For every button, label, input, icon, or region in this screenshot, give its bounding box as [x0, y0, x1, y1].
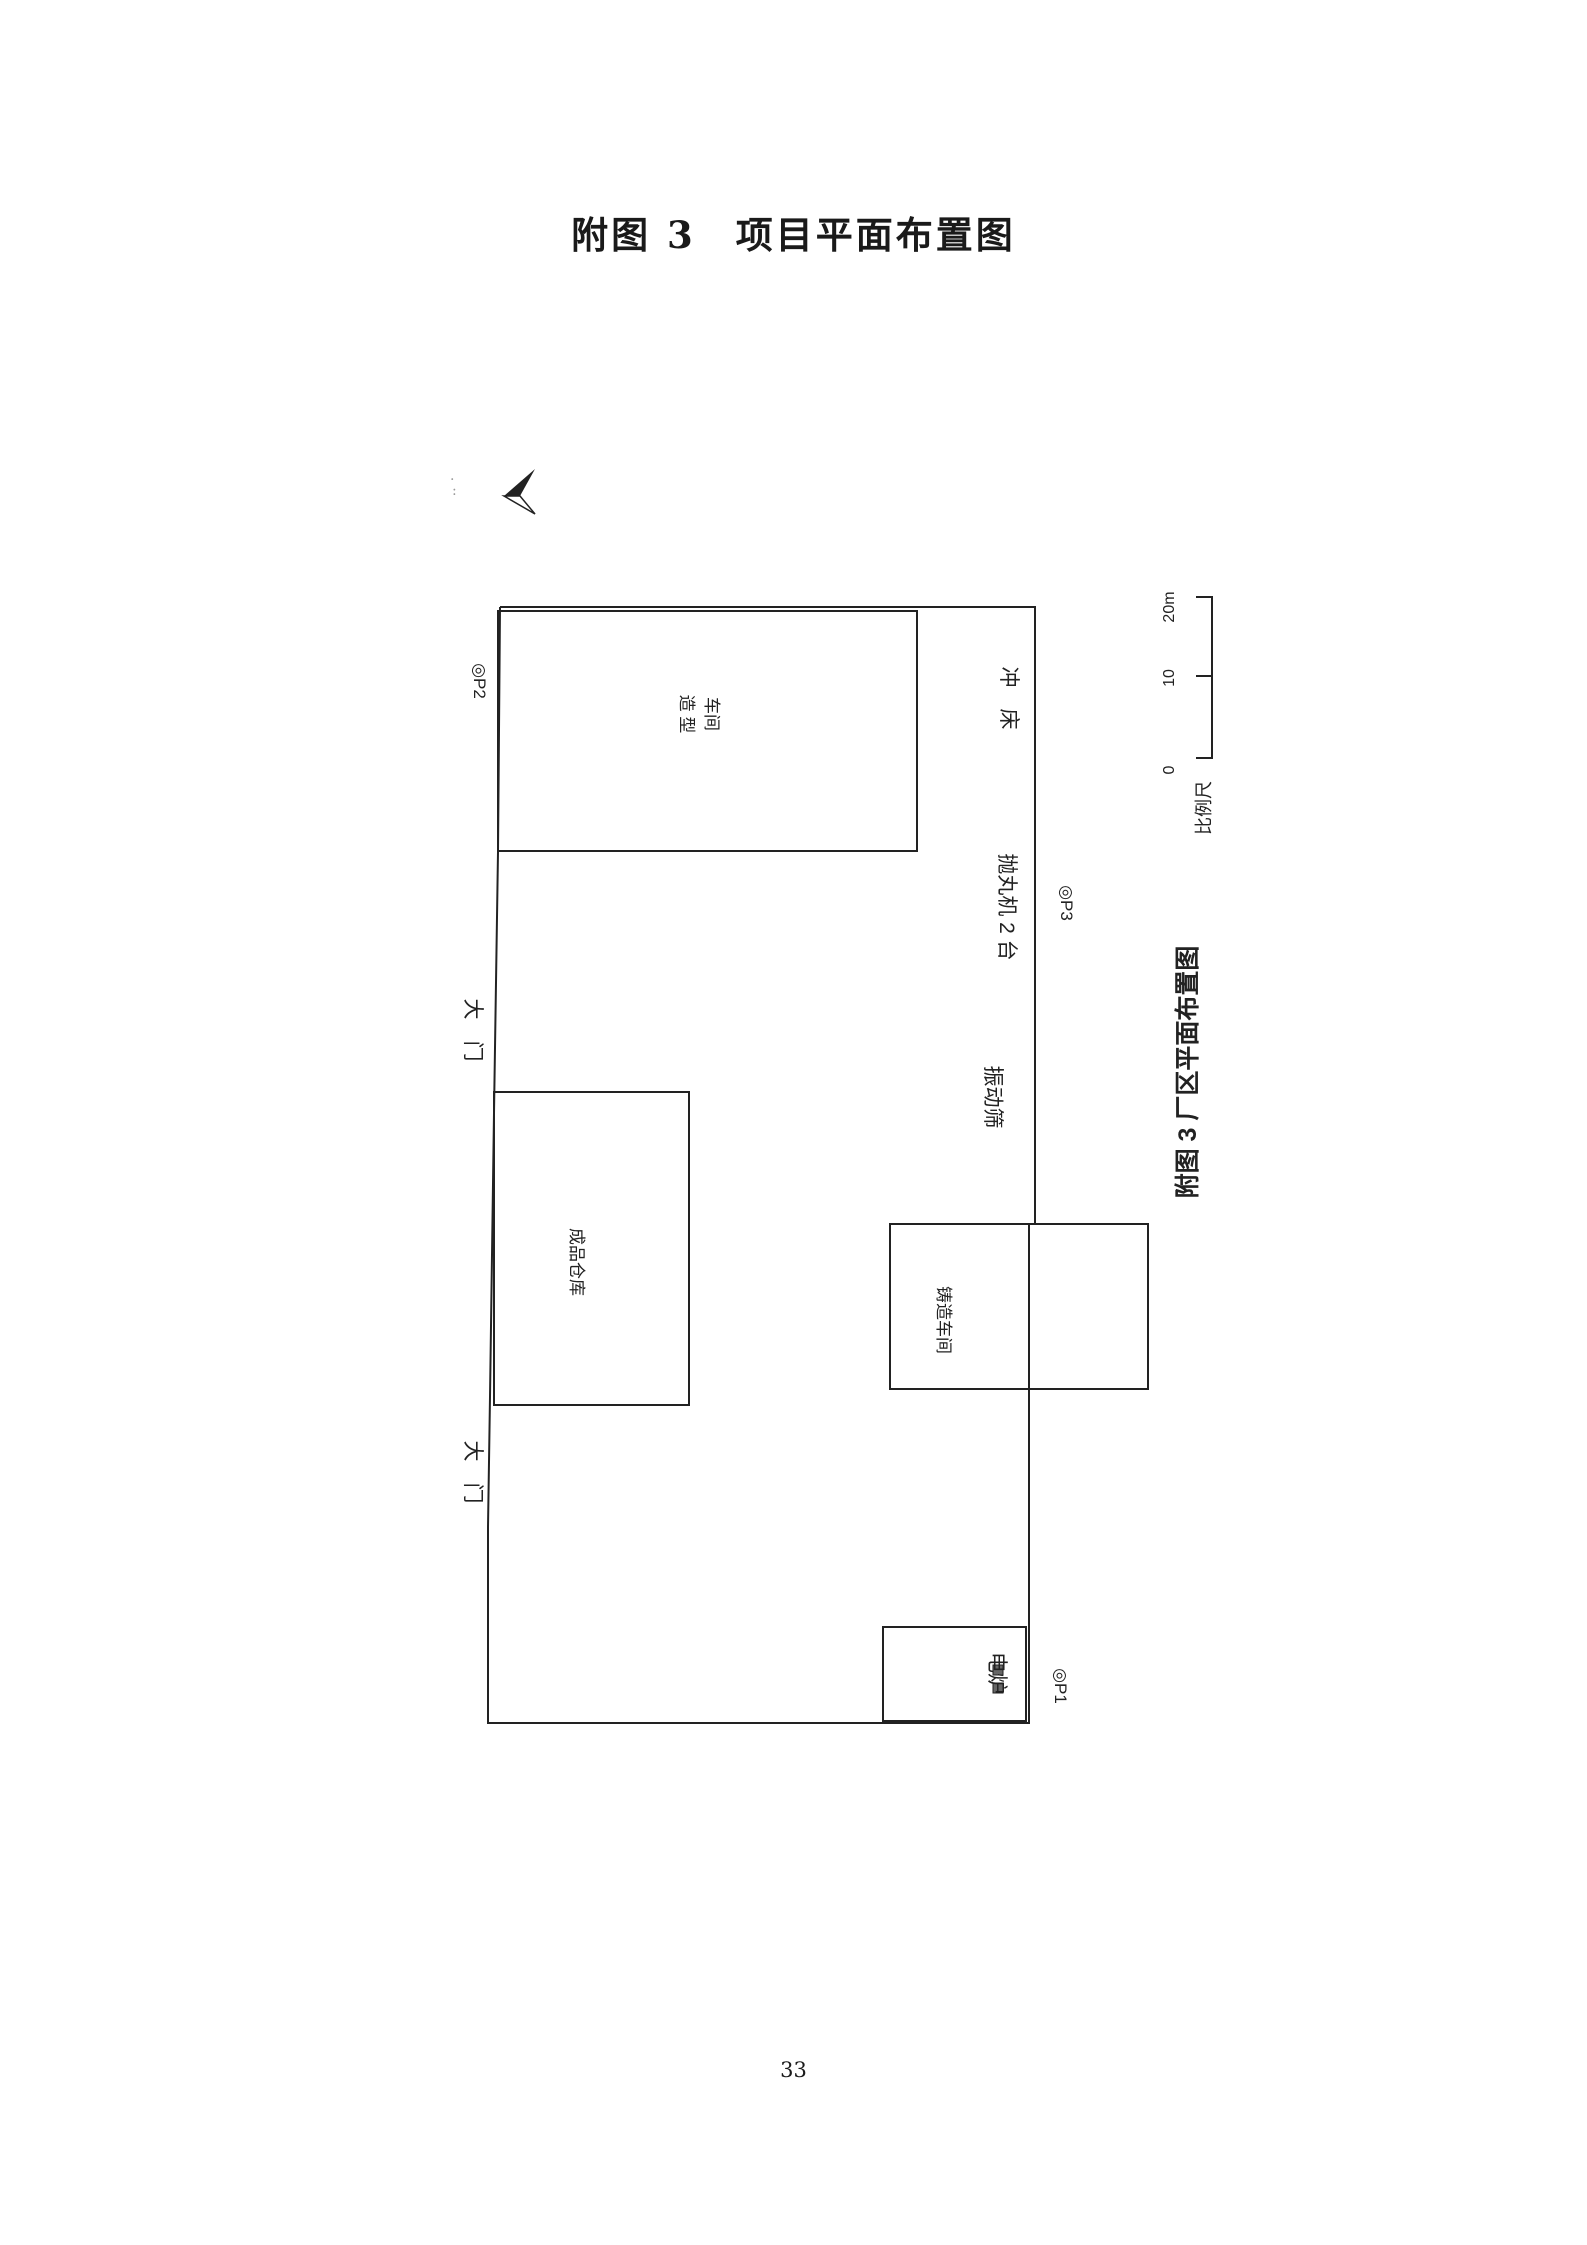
monitoring-point-p2: ◎P2 — [470, 663, 489, 699]
shot-blast-label: 抛丸机 2 台 — [995, 853, 1018, 960]
monitoring-point-p3: ◎P3 — [1057, 885, 1076, 921]
press-label: 冲 床 — [997, 667, 1020, 730]
gate-label: 大 门 — [461, 1441, 484, 1504]
page-number: 33 — [780, 2058, 807, 2082]
scale-bar — [1196, 596, 1213, 759]
molding-workshop-label: 造 型 — [677, 695, 696, 734]
furnace-unit — [992, 1664, 1004, 1676]
furnace-label: 电炉 — [985, 1652, 1008, 1694]
site-boundary — [487, 606, 1036, 1724]
svg-text::: : — [452, 483, 457, 499]
svg-text:.: . — [450, 468, 454, 484]
furnace-unit — [992, 1682, 1004, 1694]
north-arrow-icon: . : — [450, 468, 536, 515]
casting-workshop-label: 铸造车间 — [934, 1286, 953, 1354]
vibrating-screen-label: 振动筛 — [981, 1066, 1004, 1129]
gate-label: 大 门 — [461, 999, 484, 1062]
furnace-room — [882, 1626, 1027, 1722]
molding-workshop — [497, 610, 918, 852]
monitoring-point-p1: ◎P1 — [1051, 1668, 1070, 1704]
casting-workshop — [889, 1223, 1149, 1390]
plan-caption: 附图 3 厂区平面布置图 — [1173, 946, 1202, 1199]
scale-tick-10: 10 — [1161, 669, 1178, 687]
page-title: 附图 3 项目平面布置图 — [571, 213, 1016, 257]
warehouse-label: 成品仓库 — [567, 1228, 586, 1296]
warehouse — [493, 1091, 690, 1406]
scale-tick-20: 20m — [1161, 591, 1178, 622]
scale-tick-0: 0 — [1161, 765, 1178, 774]
scale-label: 比例尺 — [1194, 781, 1214, 835]
molding-workshop-label: 车间 — [702, 697, 721, 731]
